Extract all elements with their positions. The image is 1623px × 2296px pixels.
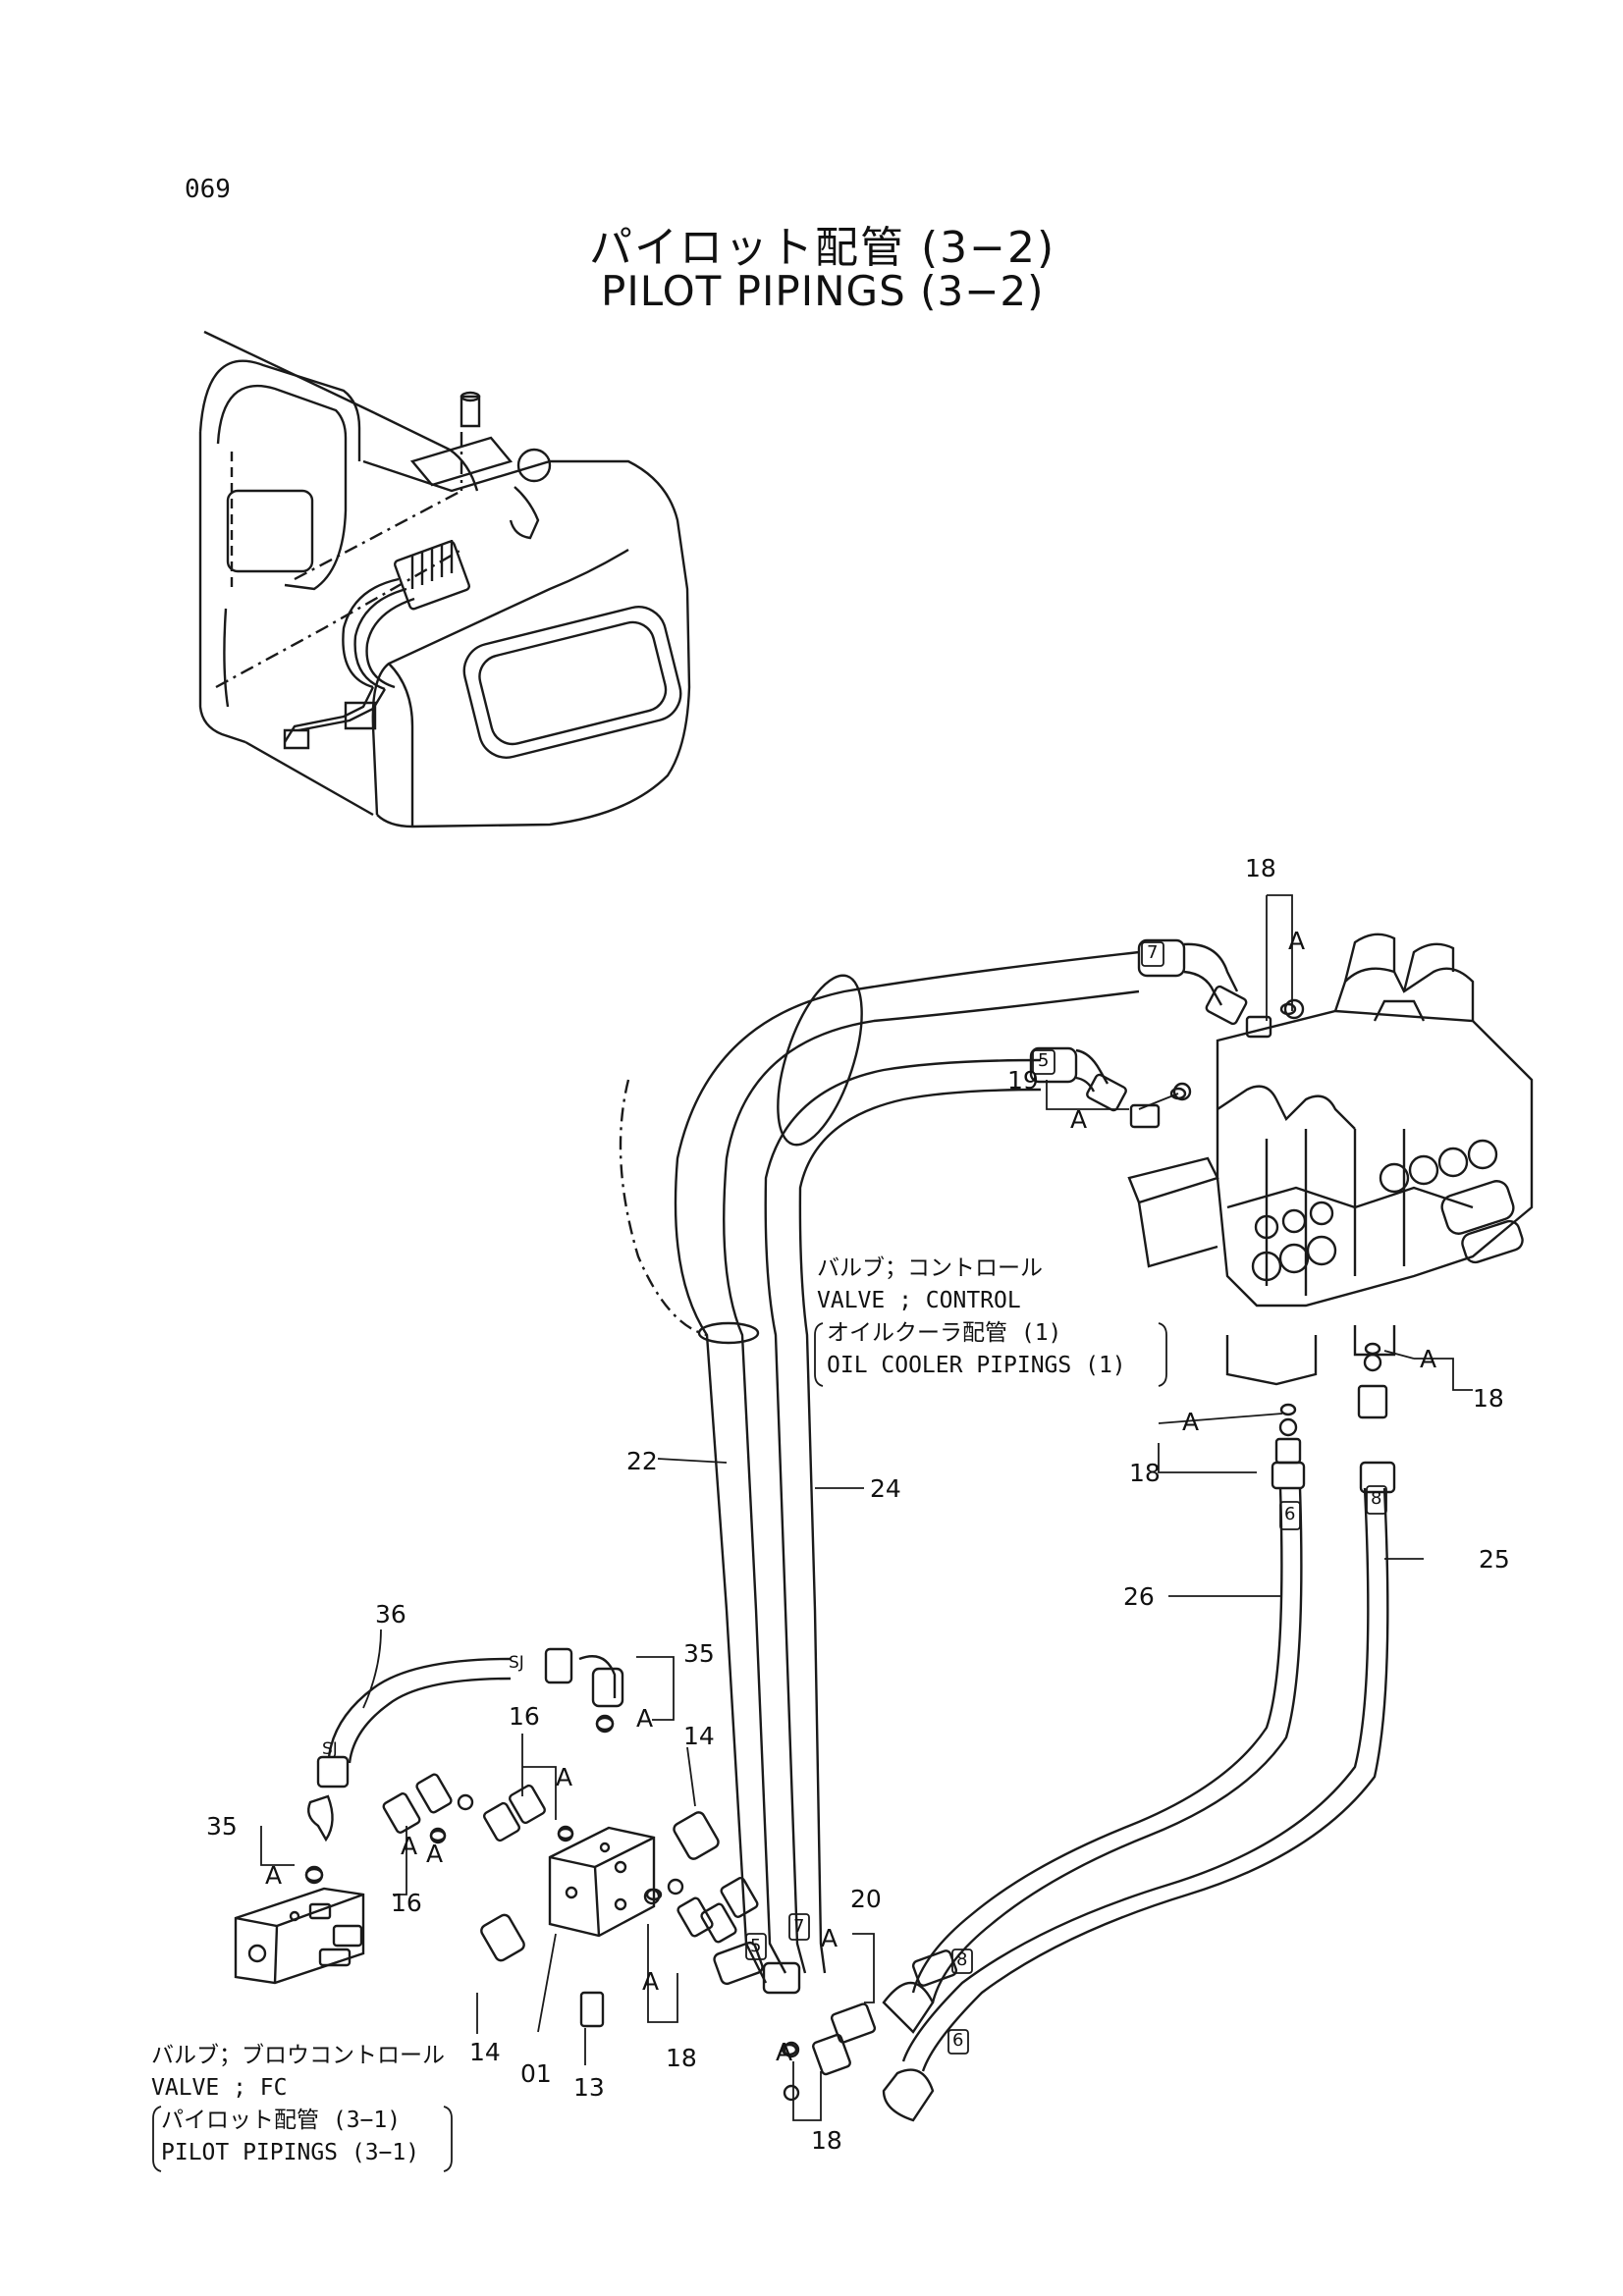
part-number-19: 19	[1007, 1066, 1039, 1095]
part-number-18: 18	[1473, 1384, 1504, 1413]
part-number-13: 13	[573, 2073, 605, 2102]
detail-mark-a: A	[265, 1861, 283, 1890]
page-title-english: PILOT PIPINGS (3−2)	[601, 267, 1045, 315]
hose-36	[329, 1659, 511, 1763]
hose-tag: 5	[750, 1936, 762, 1956]
hose-25-26	[903, 1488, 1387, 2071]
page-number: 069	[185, 175, 231, 204]
part-number-35: 35	[683, 1639, 715, 1668]
part-number-24: 24	[870, 1474, 901, 1503]
leader-lines	[261, 895, 1473, 2120]
hose-tag: 7	[1147, 942, 1159, 963]
part-number-16: 16	[391, 1889, 422, 1917]
pilot-block-01	[550, 1828, 654, 1936]
hose-tag: 6	[1284, 1504, 1296, 1524]
hose-bundle-22-24	[621, 952, 1139, 1983]
hose-tag: 8	[956, 1949, 968, 1970]
part-number-26: 26	[1123, 1582, 1155, 1611]
part-number-18: 18	[666, 2044, 697, 2072]
control-valve-note: バルブ；コントロール VALVE ; CONTROL オイルクーラ配管 (1) …	[817, 1255, 1126, 1378]
part-number-36: 36	[375, 1600, 406, 1629]
part-number-20: 20	[850, 1885, 882, 1913]
hose-tag: 8	[1371, 1488, 1382, 1509]
machine-overview-illustration	[200, 332, 689, 827]
hose-tag-boxes	[746, 942, 1386, 2054]
o-rings	[306, 1004, 1380, 2055]
detail-mark-a: A	[1288, 927, 1306, 955]
part-number-18: 18	[1129, 1459, 1161, 1487]
part-number-22: 22	[626, 1447, 658, 1475]
detail-mark-a: A	[1420, 1345, 1437, 1373]
part-number-25: 25	[1479, 1545, 1510, 1574]
page-title-japanese: パイロット配管 (3−2)	[589, 223, 1056, 273]
part-number-18: 18	[1245, 854, 1276, 882]
hose-tag: 5	[1038, 1050, 1050, 1071]
part-number-35: 35	[206, 1812, 238, 1841]
fc-valve-note: バルブ；ブロウコントロール VALVE ; FC パイロット配管 (3−1) P…	[151, 2043, 445, 2165]
detail-mark-a: A	[556, 1763, 573, 1791]
fittings	[306, 940, 1394, 2120]
detail-mark-a: A	[1070, 1105, 1088, 1134]
swivel-joint-tag: SJ	[509, 1653, 524, 1673]
detail-mark-a: A	[401, 1832, 418, 1860]
part-number-18: 18	[811, 2126, 842, 2155]
detail-mark-a: A	[821, 1924, 839, 1952]
fc-valve-illustration	[236, 1889, 363, 1983]
hose-tag: 6	[952, 2030, 964, 2051]
part-number-16: 16	[509, 1702, 540, 1731]
detail-mark-a: A	[1182, 1408, 1200, 1436]
detail-mark-a: A	[776, 2038, 793, 2066]
swivel-joint-tag: SJ	[322, 1739, 338, 1759]
part-number-14: 14	[469, 2038, 501, 2066]
part-number-14: 14	[683, 1722, 715, 1750]
detail-mark-a: A	[426, 1840, 444, 1868]
detail-mark-a: A	[642, 1967, 660, 1996]
part-number-01: 01	[520, 2059, 552, 2088]
hose-tag: 7	[793, 1916, 805, 1937]
detail-mark-a: A	[636, 1704, 654, 1733]
